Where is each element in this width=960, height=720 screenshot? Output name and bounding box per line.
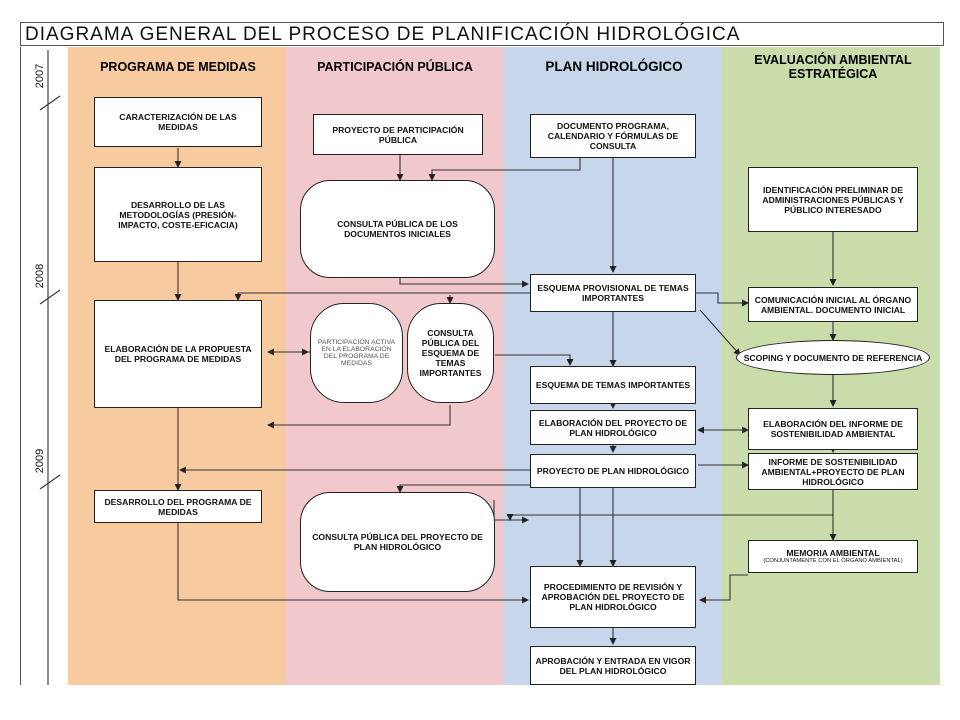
year-label-2008: 2008	[34, 263, 47, 289]
memoria-ambiental-label: MEMORIA AMBIENTAL	[786, 548, 880, 558]
box-participacion-activa: PARTICIPACIÓN ACTIVA EN LA ELABORACIÓN D…	[310, 303, 403, 403]
box-proyecto-participacion: PROYECTO DE PARTICIPACIÓN PÚBLICA	[313, 114, 483, 155]
lane-heading-programa-medidas: PROGRAMA DE MEDIDAS	[100, 60, 256, 74]
lane-heading-evaluacion-ambiental: EVALUACIÓN AMBIENTAL ESTRATÉGICA	[754, 53, 912, 81]
box-identificacion-preliminar: IDENTIFICACIÓN PRELIMINAR DE ADMINISTRAC…	[748, 167, 918, 232]
box-caracterizacion-medidas: CARACTERIZACIÓN DE LAS MEDIDAS	[94, 97, 262, 147]
timeline-column	[20, 47, 68, 685]
box-desarrollo-programa: DESARROLLO DEL PROGRAMA DE MEDIDAS	[94, 490, 262, 523]
box-procedimiento-revision: PROCEDIMIENTO DE REVISIÓN Y APROBACIÓN D…	[530, 566, 696, 628]
memoria-ambiental-note: (CONJUNTAMENTE CON EL ÓRGANO AMBIENTAL)	[763, 558, 903, 564]
box-elaboracion-proyecto-plan: ELABORACIÓN DEL PROYECTO DE PLAN HIDROLÓ…	[530, 410, 696, 445]
lane-heading-participacion-publica: PARTICIPACIÓN PÚBLICA	[317, 60, 473, 74]
box-esquema-temas-importantes: ESQUEMA DE TEMAS IMPORTANTES	[530, 366, 696, 404]
year-label-2007: 2007	[34, 63, 47, 89]
box-scoping: SCOPING Y DOCUMENTO DE REFERENCIA	[736, 340, 930, 375]
box-comunicacion-inicial: COMUNICACIÓN INICIAL AL ÓRGANO AMBIENTAL…	[748, 287, 918, 322]
box-informe-sostenibilidad: ELABORACIÓN DEL INFORME DE SOSTENIBILIDA…	[748, 408, 918, 450]
box-consulta-documentos-iniciales: CONSULTA PÚBLICA DE LOS DOCUMENTOS INICI…	[300, 180, 495, 278]
box-consulta-proyecto-plan: CONSULTA PÚBLICA DEL PROYECTO DE PLAN HI…	[300, 492, 495, 592]
box-esquema-provisional: ESQUEMA PROVISIONAL DE TEMAS IMPORTANTES	[530, 274, 696, 312]
box-elaboracion-propuesta: ELABORACIÓN DE LA PROPUESTA DEL PROGRAMA…	[94, 300, 262, 408]
box-aprobacion: APROBACIÓN Y ENTRADA EN VIGOR DEL PLAN H…	[530, 646, 696, 685]
box-consulta-esquema-temas: CONSULTA PÚBLICA DEL ESQUEMA DE TEMAS IM…	[407, 303, 494, 403]
lane-heading-plan-hidrologico: PLAN HIDROLÓGICO	[545, 59, 683, 74]
box-memoria-ambiental: MEMORIA AMBIENTAL (CONJUNTAMENTE CON EL …	[748, 540, 918, 573]
box-desarrollo-metodologias: DESARROLLO DE LAS METODOLOGÍAS (PRESIÓN-…	[94, 167, 262, 262]
box-informe-proyecto-plan: INFORME DE SOSTENIBILIDAD AMBIENTAL+PROY…	[748, 453, 918, 490]
year-label-2009: 2009	[34, 448, 47, 474]
diagram-title: DIAGRAMA GENERAL DEL PROCESO DE PLANIFIC…	[20, 22, 944, 46]
box-documento-programa: DOCUMENTO PROGRAMA, CALENDARIO Y FÓRMULA…	[530, 114, 696, 158]
box-proyecto-plan: PROYECTO DE PLAN HIDROLÓGICO	[530, 454, 696, 488]
